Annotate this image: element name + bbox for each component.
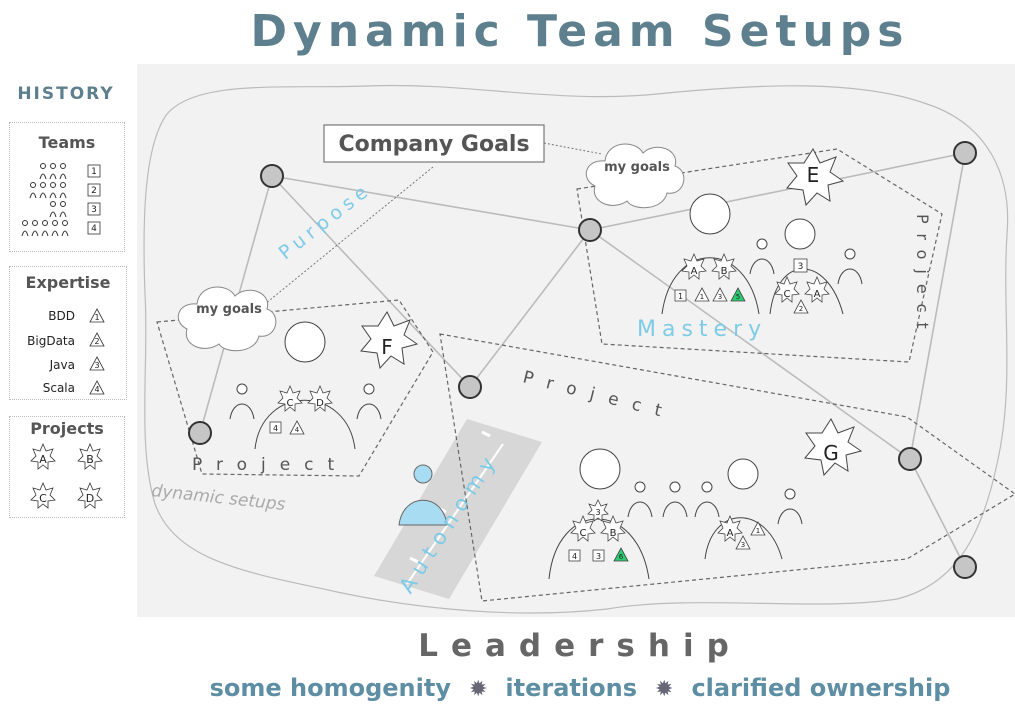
team-e-star: E <box>786 147 845 207</box>
network-node <box>188 421 212 445</box>
team-g-star: G <box>804 417 863 477</box>
team-g-members <box>548 448 803 580</box>
team-star-label: F <box>381 335 393 359</box>
expertise-name: Scala <box>43 381 75 395</box>
project-star: C <box>580 528 587 539</box>
my-goals-label: my goals <box>604 160 670 175</box>
project-star: C <box>784 289 791 300</box>
teams-title: Teams <box>38 133 96 152</box>
teams-panel: Teams 1 2 3 4 <box>9 122 125 252</box>
expertise-badge: 4 <box>295 426 300 434</box>
team-star-label: G <box>823 441 839 465</box>
team-row-2 <box>29 182 67 199</box>
footer-item: some homogenity <box>209 674 451 702</box>
team-row-3 <box>49 201 67 218</box>
network-node <box>898 447 922 471</box>
team-e-members <box>661 193 863 315</box>
project-star-label: B <box>86 453 94 466</box>
project-label-f: Project <box>192 455 348 475</box>
team-f-star: F <box>360 310 419 370</box>
network-nodes <box>188 141 977 579</box>
network-node <box>458 375 482 399</box>
mastery-label: Mastery <box>637 317 767 342</box>
team-badge: 4 <box>273 424 278 433</box>
footer-item: clarified ownership <box>691 674 951 702</box>
project-star-label: A <box>39 453 47 466</box>
expertise-badge: 2 <box>799 305 803 313</box>
projects-list: A B C D <box>30 442 103 509</box>
projects-panel: Projects A B C D <box>9 416 125 518</box>
teams-list: 1 2 3 4 <box>21 163 101 237</box>
sunburst-icon: ✹ <box>468 677 488 702</box>
project-star: A <box>691 266 698 277</box>
project-star: A <box>727 528 734 539</box>
projects-title: Projects <box>30 419 104 438</box>
footer-principles: some homogenity ✹ iterations ✹ clarified own… <box>0 674 1015 702</box>
expertise-badge: 6 <box>619 553 624 561</box>
expertise-level: 3 <box>94 361 99 370</box>
expertise-title: Expertise <box>25 273 111 292</box>
expertise-name: BDD <box>48 309 75 323</box>
leadership-heading: Leadership <box>418 628 742 664</box>
autonomy-person <box>398 464 448 526</box>
project-star: B <box>721 266 728 277</box>
expertise-badge: 3 <box>741 541 745 549</box>
network-node <box>953 141 977 165</box>
expertise-level: 2 <box>94 337 99 346</box>
my-goals-label: my goals <box>196 302 262 317</box>
team-g-boundary <box>439 333 1015 602</box>
history-heading: HISTORY <box>17 84 115 104</box>
team-badge: 1 <box>91 167 97 177</box>
team-star-label: E <box>807 163 820 187</box>
project-star: A <box>814 289 821 300</box>
project-star: B <box>610 528 617 539</box>
expertise-name: BigData <box>27 334 75 348</box>
purpose-link <box>264 166 434 305</box>
expertise-badge: 1 <box>756 527 760 535</box>
network-node <box>260 164 284 188</box>
team-badge: 4 <box>572 552 577 561</box>
goals-link <box>543 142 603 155</box>
expertise-list: BDD BigData Java Scala 1 2 3 4 <box>27 308 105 395</box>
company-goals-box <box>323 124 545 163</box>
project-star: C <box>287 398 294 409</box>
my-goals-cloud-right: my goals <box>585 143 685 209</box>
expertise-badge: 3 <box>718 293 722 301</box>
project-label-e: Project <box>913 214 932 339</box>
my-goals-cloud-left: my goals <box>177 286 277 352</box>
expertise-badge: 1 <box>700 293 704 301</box>
project-star-label: D <box>86 492 94 505</box>
team-badge: 3 <box>798 262 804 272</box>
team-badge: 3 <box>596 552 601 561</box>
team-badge: 3 <box>91 205 97 215</box>
team-f-members <box>229 321 382 450</box>
company-goals-label: Company Goals <box>338 132 529 157</box>
team-e-badges: A B 1 1 3 5 3 C A 2 <box>674 252 830 314</box>
team-row-4 <box>21 220 69 237</box>
expertise-panel: Expertise BDD BigData Java Scala 1 2 3 4 <box>9 266 127 400</box>
network-node <box>578 218 602 242</box>
footer-item: iterations <box>505 674 637 702</box>
network-node <box>953 555 977 579</box>
project-star: D <box>316 398 324 409</box>
diagram-board: Autonomy Purpose Company Goals Project P… <box>137 64 1015 617</box>
team-g-badges: 3 C B 4 3 6 A 1 3 <box>568 499 766 562</box>
team-badge: 1 <box>678 292 683 301</box>
connection-lines <box>199 152 966 568</box>
team-f-boundary <box>156 299 434 477</box>
team-badge: 2 <box>91 186 97 196</box>
team-badge: 3 <box>595 508 600 517</box>
expertise-badge: 5 <box>736 293 740 301</box>
organization-outline <box>143 84 1009 614</box>
sunburst-icon: ✹ <box>655 677 674 702</box>
page-title: Dynamic Team Setups <box>250 6 910 57</box>
team-row-1 <box>39 163 67 180</box>
expertise-level: 4 <box>94 385 99 394</box>
team-e-boundary <box>576 148 943 363</box>
expertise-level: 1 <box>94 313 99 322</box>
team-badge: 4 <box>91 224 97 234</box>
project-star-label: C <box>39 492 47 505</box>
expertise-name: Java <box>49 358 75 372</box>
team-f-badges: C D 4 4 <box>269 384 333 435</box>
